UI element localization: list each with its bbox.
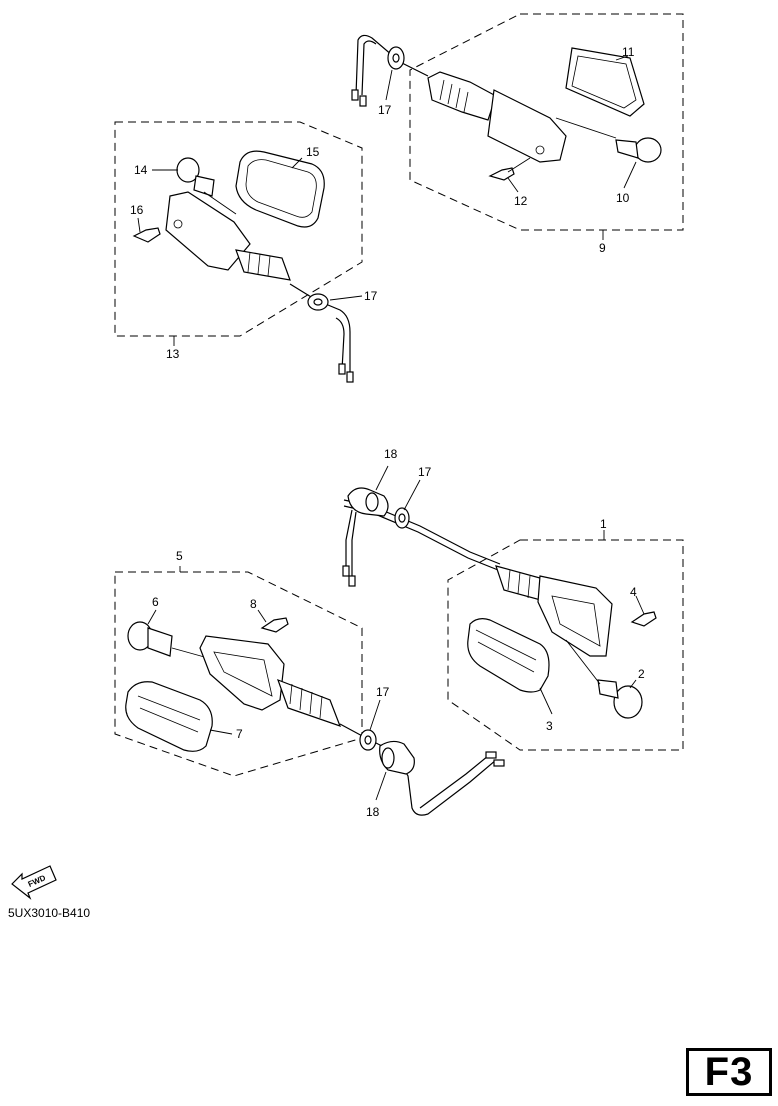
screw-12 [488,167,515,181]
turn-signal-stem-13 [235,249,291,281]
callout-17-low: 17 [376,685,390,699]
assembly-5-group: 5 6 8 17 7 18 [114,549,505,819]
assembly-13-wire [289,283,351,376]
grommet-18-low [379,740,415,775]
fwd-arrow-icon: FWD [11,865,57,900]
assembly-13-boundary [114,121,363,337]
lens-11 [565,47,645,117]
callout-3: 3 [546,719,553,733]
bulb-6 [127,621,173,657]
turn-signal-stem-5 [276,678,342,727]
assembly-1-group: 18 17 1 4 2 3 [342,447,684,751]
callout-18-top: 18 [384,447,398,461]
screw-4 [630,611,657,627]
assembly-9-boundary [409,13,684,231]
callout-5: 5 [176,549,183,563]
callout-15: 15 [306,145,320,159]
bulb-2 [597,679,643,719]
callout-4: 4 [630,585,637,599]
assembly-9-group: 17 11 12 10 9 [351,13,684,255]
page-label-box: F3 [686,1048,772,1096]
callout-18-low: 18 [366,805,380,819]
bulb-10 [615,137,662,163]
turn-signal-housing-9 [487,89,567,163]
assembly-1-boundary [447,539,684,751]
page-label: F3 [704,1049,754,1094]
diagram-part-code: 5UX3010-B410 [8,906,91,920]
turn-signal-housing-5 [199,635,285,711]
callout-17-left: 17 [364,289,378,303]
callout-12: 12 [514,194,528,208]
assembly-13-group: 14 15 16 17 13 [114,121,378,383]
callout-17-top: 17 [378,103,392,117]
grommet-18-top [347,487,389,517]
turn-signal-stem-9 [427,71,497,121]
callout-17-mid: 17 [418,465,432,479]
callout-13: 13 [166,347,180,361]
turn-signal-housing-13 [165,191,251,271]
callout-8: 8 [250,597,257,611]
callout-14: 14 [134,163,148,177]
callout-1: 1 [600,517,607,531]
lens-15 [235,150,325,228]
lens-3 [467,618,550,693]
turn-signal-housing-1 [537,575,613,657]
callout-11: 11 [622,45,635,59]
lens-7 [125,681,213,752]
callout-9: 9 [599,241,606,255]
callout-7: 7 [236,727,243,741]
callout-16: 16 [130,203,144,217]
screw-16 [132,227,161,243]
bulb-14 [176,157,215,197]
callout-10: 10 [616,191,630,205]
screw-8 [260,617,289,633]
callout-2: 2 [638,667,645,681]
assembly-9-wire [355,34,429,96]
callout-6: 6 [152,595,159,609]
